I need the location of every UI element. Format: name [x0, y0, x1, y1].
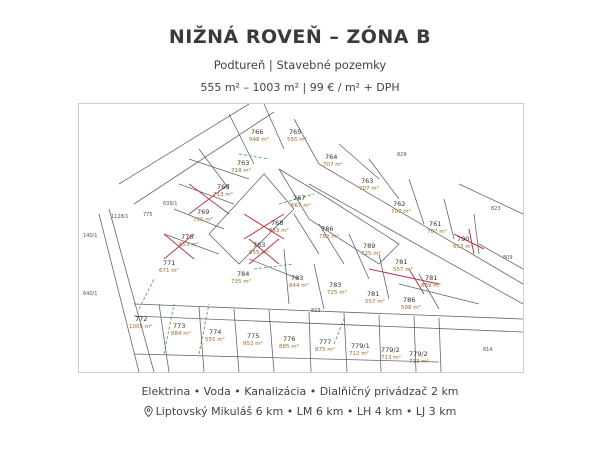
lot-label: 783 [291, 274, 303, 282]
parcel-label: 640/1 [83, 291, 97, 297]
lot-area: 508 m² [401, 304, 421, 311]
lot-label: 786 [403, 296, 415, 304]
lot-area: 671 m² [159, 267, 179, 274]
lot-area: 720 m² [193, 216, 213, 223]
lot-label: 761 [429, 220, 441, 228]
lot-label: 764 [325, 153, 337, 161]
lot-label: 783 [329, 281, 341, 289]
parcel-label: 829 [397, 152, 407, 158]
lot-area: 875 m² [315, 346, 335, 353]
lot-label: 781 [367, 290, 379, 298]
parcel-label: 1128/1 [111, 214, 129, 220]
lot-area: 889 m² [421, 282, 441, 289]
amenities-line: Elektrina • Voda • Kanalizácia • Dialňič… [141, 385, 459, 398]
lot-label: 789 [363, 242, 375, 250]
lot-area: 713 m² [381, 354, 401, 361]
parcel-label: 639/1 [163, 201, 177, 207]
lot-area: 725 m² [327, 289, 347, 296]
site-plan-map: 766 948 m² 765 555 m² 763 718 m² 764 707… [78, 103, 524, 373]
lot-label: 775 [247, 332, 259, 340]
lot-label: 768 [271, 219, 283, 227]
lot-area: 885 m² [279, 343, 299, 350]
lot-label: 760 [217, 183, 229, 191]
lot-area: 712 m² [349, 350, 369, 357]
lot-area: 855 m² [249, 249, 269, 256]
lot-label: 771 [163, 259, 175, 267]
lot-label: 765 [289, 128, 301, 136]
location-pin-icon [144, 406, 153, 420]
lot-area: 952 m² [243, 340, 263, 347]
lot-area: 707 m² [427, 228, 447, 235]
lot-area: 1005 m² [129, 323, 152, 330]
lot-area: 667 m² [291, 202, 311, 209]
lot-label: 774 [209, 328, 221, 336]
lot-label: 762 [393, 200, 405, 208]
lot-area: 718 m² [231, 167, 251, 174]
lot-label: 769 [197, 208, 209, 216]
site-plan-drawing: 766 948 m² 765 555 m² 763 718 m² 764 707… [83, 104, 523, 372]
lot-label: 777 [319, 338, 331, 346]
lot-label: 767 [293, 194, 305, 202]
lot-area: 707 m² [391, 208, 411, 215]
lot-area: 853 m² [269, 227, 289, 234]
lot-label: 776 [283, 335, 295, 343]
lot-label: 772 [135, 315, 147, 323]
lot-area: 713 m² [409, 358, 429, 365]
parcel-label: 823 [491, 206, 501, 212]
lot-area: 707 m² [323, 161, 343, 168]
lot-area: 844 m² [289, 282, 309, 289]
distances-text: Liptovský Mikuláš 6 km • LM 6 km • LH 4 … [155, 405, 457, 418]
lot-label: 766 [251, 128, 263, 136]
distances-line: Liptovský Mikuláš 6 km • LM 6 km • LH 4 … [0, 405, 600, 420]
lot-label: 763 [361, 177, 373, 185]
lot-label: 781 [395, 258, 407, 266]
lot-label: 779/2 [409, 350, 428, 358]
lot-label: 763 [237, 159, 249, 167]
lot-area: 948 m² [249, 136, 269, 143]
lot-area: 557 m² [393, 266, 413, 273]
lot-area: 555 m² [205, 336, 225, 343]
lot-area: 782 m² [319, 233, 339, 240]
parcel-label: 814 [483, 347, 493, 353]
lot-area: 707 m² [359, 185, 379, 192]
lot-label: 779/2 [381, 346, 400, 354]
lot-area: 557 m² [365, 298, 385, 305]
lot-label: 770 [181, 233, 193, 241]
lot-label: 763 [253, 241, 265, 249]
lot-label: 786 [321, 225, 333, 233]
lot-label: 784 [237, 270, 249, 278]
parcel-label: 775 [143, 212, 153, 218]
price-line: 555 m² – 1003 m² | 99 € / m² + DPH [200, 81, 400, 94]
lot-area: 713 m² [213, 191, 233, 198]
page-subtitle: Podtureň | Stavebné pozemky [213, 58, 387, 72]
lot-label: 781 [425, 274, 437, 282]
lot-area: 884 m² [171, 330, 191, 337]
lot-label: 779/1 [351, 342, 370, 350]
parcel-label: 823 [311, 308, 321, 314]
lot-label: 773 [173, 322, 185, 330]
lot-label: 790 [457, 235, 469, 243]
lot-area: 653 m² [453, 243, 473, 250]
lot-area: 653 m² [179, 241, 199, 248]
lot-area: 555 m² [287, 136, 307, 143]
lot-area: 735 m² [231, 278, 251, 285]
page-title: NIŽNÁ ROVEŇ – ZÓNA B [168, 26, 432, 48]
lot-area: 725 m² [361, 250, 381, 257]
parcel-label: 140/1 [83, 233, 97, 239]
parcel-label: 809 [503, 255, 513, 261]
